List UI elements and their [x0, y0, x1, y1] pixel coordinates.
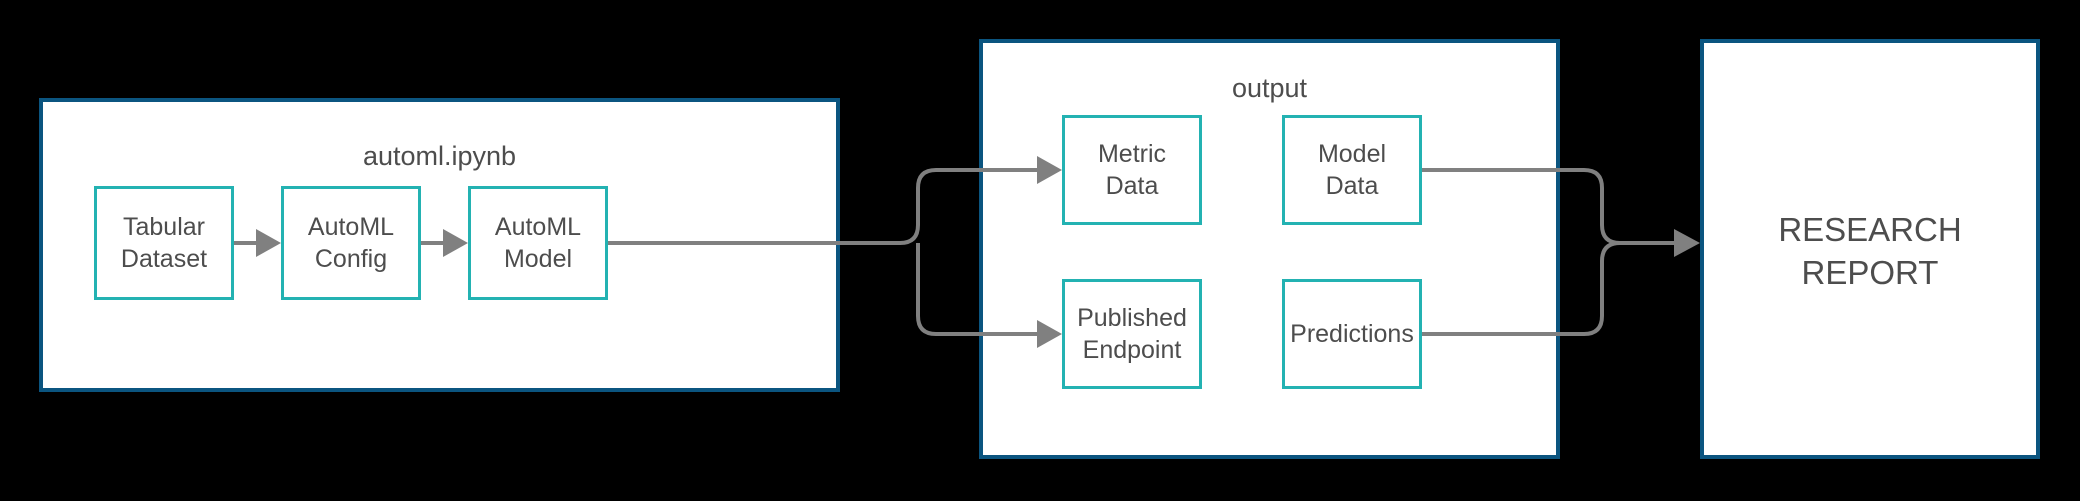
- node-automl-config[interactable]: AutoML Config: [281, 186, 421, 300]
- node-metric-data[interactable]: Metric Data: [1062, 115, 1202, 225]
- panel-output: output: [979, 39, 1560, 459]
- node-label-automl-config: AutoML Config: [307, 213, 395, 273]
- node-label-metric-data: Metric Data: [1097, 140, 1167, 200]
- node-label-model-data: Model Data: [1317, 140, 1387, 200]
- panel-title-automl-notebook: automl.ipynb: [362, 141, 517, 171]
- panel-research-report: [1700, 39, 2040, 459]
- node-label-published-endpoint: Published Endpoint: [1077, 304, 1187, 364]
- node-model-data[interactable]: Model Data: [1282, 115, 1422, 225]
- node-published-endpoint[interactable]: Published Endpoint: [1062, 279, 1202, 389]
- node-automl-model[interactable]: AutoML Model: [468, 186, 608, 300]
- node-predictions[interactable]: Predictions: [1282, 279, 1422, 389]
- node-label-predictions: Predictions: [1290, 320, 1414, 348]
- node-tabular-dataset[interactable]: Tabular Dataset: [94, 186, 234, 300]
- node-label-tabular-dataset: Tabular Dataset: [120, 213, 208, 273]
- panel-title-research-report: RESEARCH REPORT: [1778, 211, 1962, 291]
- panel-title-output: output: [1231, 73, 1308, 103]
- node-label-automl-model: AutoML Model: [494, 213, 582, 273]
